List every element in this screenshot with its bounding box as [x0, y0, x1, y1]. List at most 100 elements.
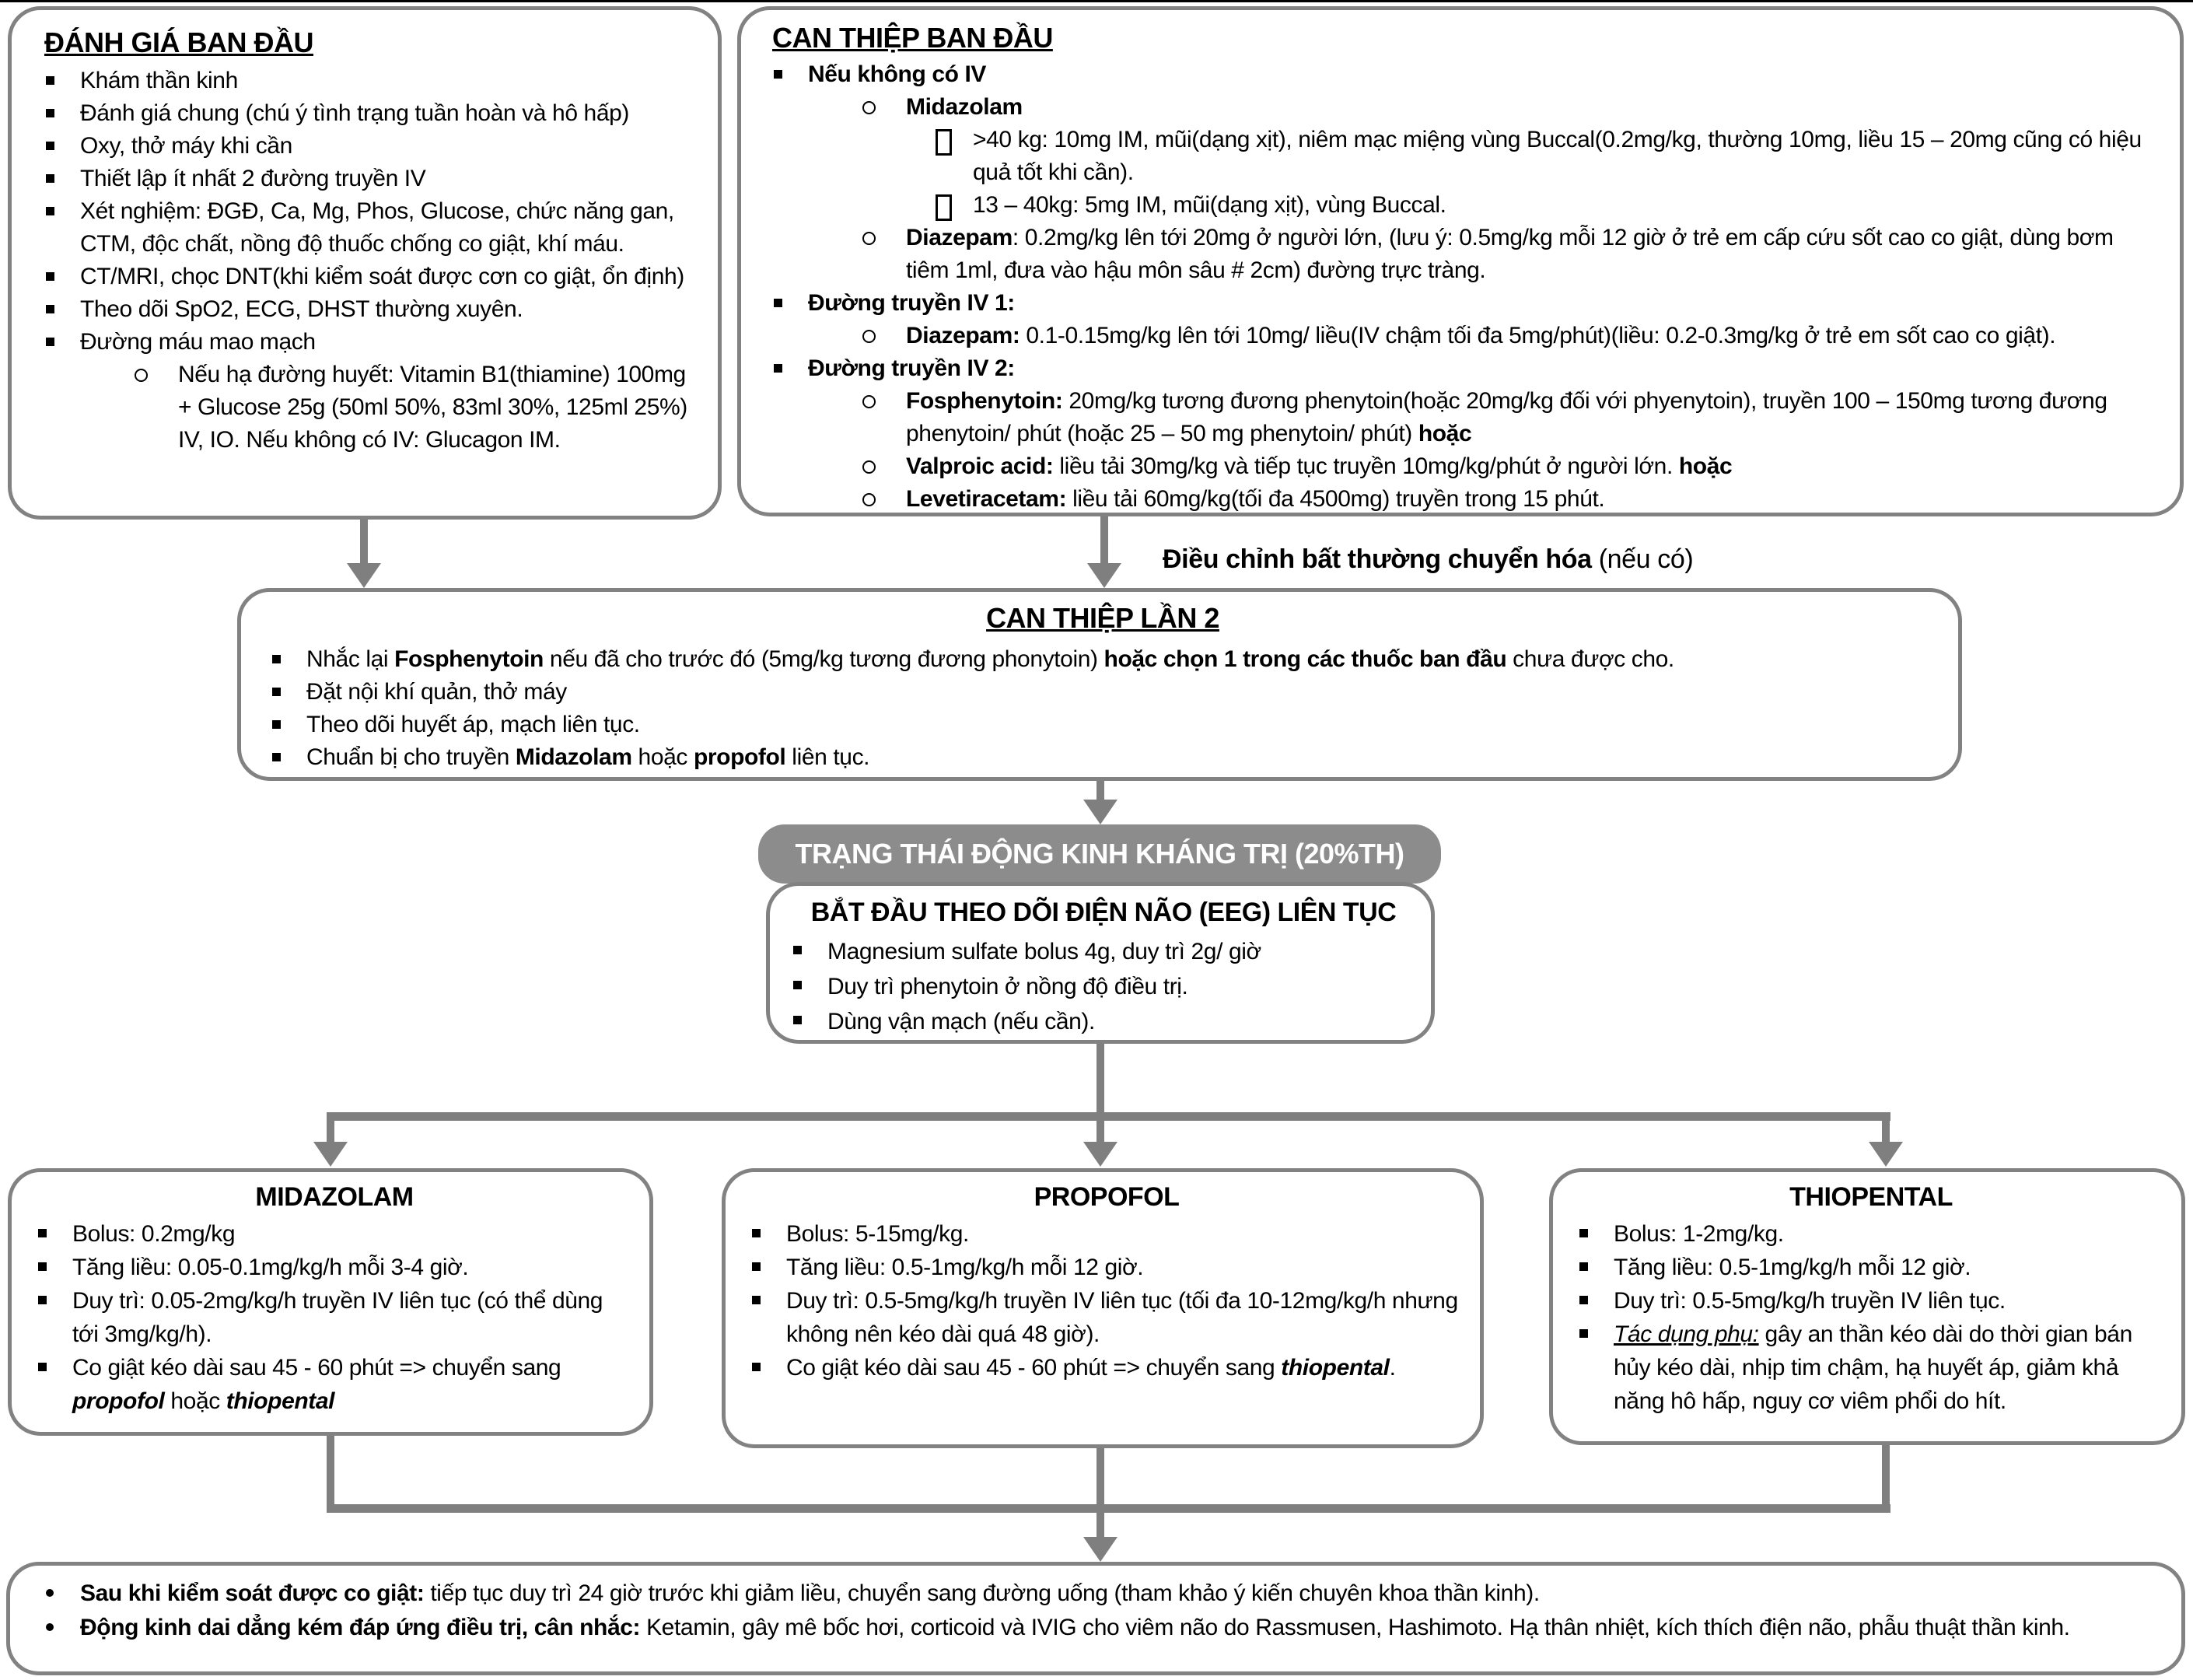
item-text: Theo dõi SpO2, ECG, DHST thường xuyên.	[80, 296, 523, 322]
circle-bullet-icon	[862, 330, 876, 343]
square-bullet-icon	[1579, 1329, 1588, 1338]
square-bullet-icon	[793, 981, 802, 989]
square-bullet-icon	[774, 299, 782, 307]
list-item: Đặt nội khí quản, thở máy	[271, 676, 1935, 709]
square-bullet-icon	[46, 142, 54, 150]
item-text: Khám thần kinh	[80, 68, 238, 93]
list-item: Duy trì: 0.5-5mg/kg/h truyền IV liên tục…	[750, 1284, 1463, 1351]
item-text: Tăng liều: 0.5-1mg/kg/h mỗi 12 giờ.	[1614, 1255, 1971, 1280]
list-item: Co giật kéo dài sau 45 - 60 phút => chuy…	[37, 1351, 632, 1418]
metabolic-adjustment-label: Điều chỉnh bất thường chuyển hóa (nếu có…	[1163, 544, 1694, 574]
square-bullet-icon	[272, 753, 281, 761]
square-bullet-icon	[1579, 1229, 1588, 1237]
dot-bullet-icon	[46, 1623, 54, 1631]
item-text: Fosphenytoin: 20mg/kg tương đương phenyt…	[906, 388, 2107, 446]
connector-branch-center	[1096, 1121, 1104, 1143]
square-bullet-icon	[774, 364, 782, 373]
square-bullet-icon	[272, 688, 281, 696]
refractory-status-title: TRẠNG THÁI ĐỘNG KINH KHÁNG TRỊ (20%TH)	[795, 838, 1404, 870]
item-text: Nhắc lại Fosphenytoin nếu đã cho trước đ…	[306, 646, 1674, 672]
square-bullet-icon	[752, 1296, 761, 1304]
connector-branch-right	[1882, 1121, 1890, 1143]
connector-propofol-down	[1096, 1448, 1104, 1537]
list-item: Động kinh dai dẳng kém đáp ứng điều trị,…	[44, 1611, 2160, 1645]
item-text: Theo dõi huyết áp, mạch liên tục.	[306, 712, 640, 737]
list-item: Co giật kéo dài sau 45 - 60 phút => chuy…	[750, 1351, 1463, 1384]
branch-bar	[327, 1112, 1890, 1121]
outcome-box: Sau khi kiểm soát được co giật: tiếp tục…	[6, 1562, 2185, 1675]
list-item: Nếu hạ đường huyết: Vitamin B1(thiamine)…	[44, 359, 698, 457]
item-text: Tác dụng phụ: gây an thần kéo dài do thờ…	[1614, 1321, 2132, 1414]
item-text: Co giật kéo dài sau 45 - 60 phút => chuy…	[786, 1355, 1396, 1381]
square-bullet-icon	[774, 70, 782, 79]
item-text: Bolus: 0.2mg/kg	[72, 1221, 236, 1247]
list-item: Tác dụng phụ: gây an thần kéo dài do thờ…	[1578, 1318, 2164, 1418]
dot-bullet-icon	[46, 1589, 54, 1597]
initial-intervention-title: CAN THIỆP BAN ĐẦU	[772, 22, 1053, 54]
item-text: Dùng vận mạch (nếu cần).	[827, 1009, 1095, 1034]
square-bullet-icon	[38, 1363, 47, 1371]
eeg-monitoring-box: BẮT ĐẦU THEO DÕI ĐIỆN NÃO (EEG) LIÊN TỤC…	[766, 882, 1435, 1044]
merge-bar	[327, 1504, 1890, 1513]
square-bullet-icon	[38, 1229, 47, 1237]
circle-bullet-icon	[135, 369, 148, 382]
item-text: Duy trì: 0.5-5mg/kg/h truyền IV liên tục…	[1614, 1288, 2006, 1314]
item-text: Nếu hạ đường huyết: Vitamin B1(thiamine)…	[178, 362, 687, 453]
item-text: Thiết lập ít nhất 2 đường truyền IV	[80, 166, 426, 191]
outcome-list: Sau khi kiểm soát được co giật: tiếp tục…	[44, 1577, 2160, 1645]
list-item: Magnesium sulfate bolus 4g, duy trì 2g/ …	[792, 934, 1415, 969]
thiopental-box: THIOPENTAL Bolus: 1-2mg/kg. Tăng liều: 0.…	[1549, 1168, 2185, 1445]
item-text: Đường truyền IV 2:	[808, 355, 1015, 381]
item-text: Bolus: 1-2mg/kg.	[1614, 1221, 1784, 1247]
list-item: Bolus: 0.2mg/kg	[37, 1217, 632, 1251]
square-bullet-icon	[272, 720, 281, 729]
item-text: Đường máu mao mạch	[80, 329, 316, 355]
list-item: Diazepam: 0.1-0.15mg/kg lên tới 10mg/ li…	[772, 320, 2161, 352]
square-bullet-icon	[46, 109, 54, 117]
circle-bullet-icon	[862, 460, 876, 474]
item-text: Xét nghiệm: ĐGĐ, Ca, Mg, Phos, Glucose, …	[80, 198, 674, 257]
list-item: Oxy, thở máy khi cần	[44, 130, 698, 163]
square-bullet-icon	[793, 946, 802, 954]
list-item: Theo dõi SpO2, ECG, DHST thường xuyên.	[44, 293, 698, 326]
item-text: Magnesium sulfate bolus 4g, duy trì 2g/ …	[827, 939, 1261, 964]
list-item: Khám thần kinh	[44, 65, 698, 97]
item-text: CT/MRI, chọc DNT(khi kiểm soát được cơn …	[80, 264, 684, 289]
list-item: >40 kg: 10mg IM, mũi(dạng xịt), niêm mạc…	[772, 124, 2161, 189]
list-item: Diazepam: 0.2mg/kg lên tới 20mg ở người …	[772, 222, 2161, 287]
list-item: Đường truyền IV 1:	[772, 287, 2161, 320]
circle-bullet-icon	[862, 101, 876, 114]
connector-assessment-down	[360, 520, 368, 565]
item-text: Đặt nội khí quản, thở máy	[306, 679, 567, 705]
list-item: Duy trì phenytoin ở nồng độ điều trị.	[792, 969, 1415, 1004]
thiopental-title: THIOPENTAL	[1789, 1182, 1953, 1212]
arrowhead-intervention-down-icon	[1087, 563, 1121, 588]
item-text: Diazepam: 0.2mg/kg lên tới 20mg ở người …	[906, 225, 2114, 283]
connector-thiopental-down	[1882, 1445, 1890, 1513]
square-bullet-icon	[38, 1296, 47, 1304]
second-intervention-title: CAN THIỆP LẦN 2	[986, 602, 1219, 634]
connector-second-down	[1096, 781, 1104, 801]
arrowhead-outcome-down-icon	[1083, 1537, 1117, 1562]
item-text: Duy trì: 0.5-5mg/kg/h truyền IV liên tục…	[786, 1288, 1458, 1347]
refractory-status-header: TRẠNG THÁI ĐỘNG KINH KHÁNG TRỊ (20%TH)	[758, 824, 1441, 884]
square-bullet-icon	[752, 1363, 761, 1371]
list-item: Midazolam	[772, 91, 2161, 124]
connector-intervention-down	[1100, 516, 1108, 565]
second-intervention-list: Nhắc lại Fosphenytoin nếu đã cho trước đ…	[271, 643, 1935, 774]
eeg-monitoring-list: Magnesium sulfate bolus 4g, duy trì 2g/ …	[792, 934, 1415, 1039]
list-item: Xét nghiệm: ĐGĐ, Ca, Mg, Phos, Glucose, …	[44, 195, 698, 261]
square-bullet-icon	[46, 207, 54, 215]
list-item: Dùng vận mạch (nếu cần).	[792, 1004, 1415, 1039]
square-bullet-icon	[38, 1262, 47, 1271]
connector-midazolam-down	[327, 1436, 334, 1513]
item-text: Levetiracetam: liều tải 60mg/kg(tối đa 4…	[906, 486, 1605, 512]
arrowhead-branch-left-icon	[313, 1142, 348, 1167]
list-item: Tăng liều: 0.5-1mg/kg/h mỗi 12 giờ.	[1578, 1251, 2164, 1284]
list-item: Duy trì: 0.05-2mg/kg/h truyền IV liên tụ…	[37, 1284, 632, 1351]
initial-assessment-title: ĐÁNH GIÁ BAN ĐẦU	[44, 26, 314, 58]
list-item: Valproic acid: liều tải 30mg/kg và tiếp …	[772, 450, 2161, 483]
